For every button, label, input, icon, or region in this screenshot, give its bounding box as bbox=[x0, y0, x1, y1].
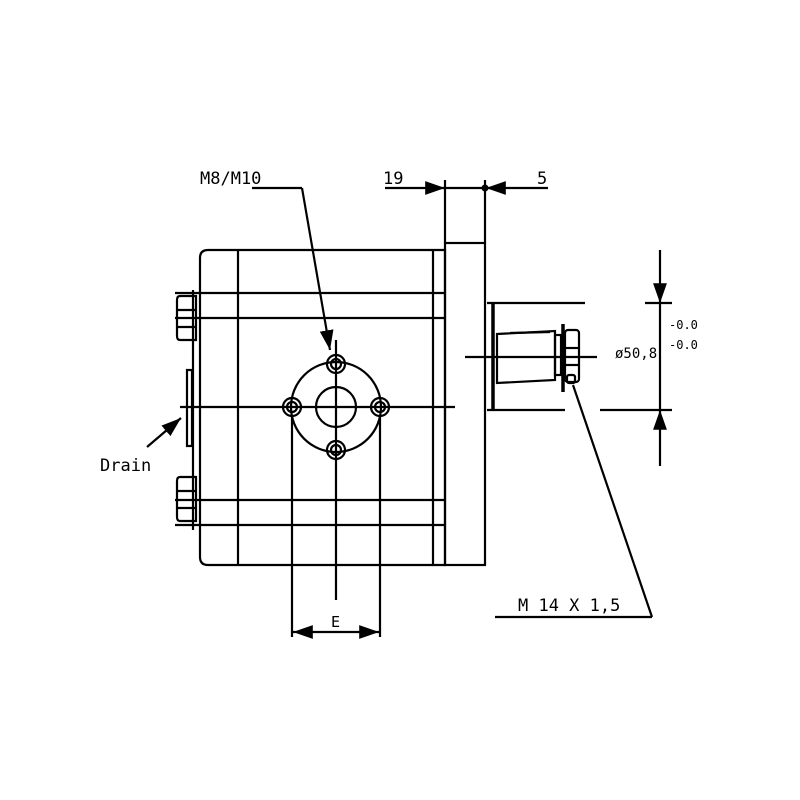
dimension-e-label: E bbox=[331, 613, 340, 631]
bolt-heads bbox=[175, 294, 198, 523]
tolerance-lower: -0.0 bbox=[669, 338, 698, 352]
dimension-19-5: 19 5 bbox=[383, 169, 548, 195]
port-thread-callout: M8/M10 bbox=[200, 169, 334, 351]
drain-label: Drain bbox=[100, 456, 151, 476]
tolerance-upper: -0.0 bbox=[669, 318, 698, 332]
dimension-e: E bbox=[290, 416, 382, 639]
port-thread-label: M8/M10 bbox=[200, 169, 261, 189]
flange bbox=[443, 180, 672, 567]
shaft-thread-callout: M 14 X 1,5 bbox=[495, 384, 654, 619]
drain-callout: Drain bbox=[100, 417, 182, 476]
dimension-19-label: 19 bbox=[383, 169, 403, 189]
diameter-label: ø50,8 bbox=[615, 346, 657, 362]
bolt-hole-top bbox=[325, 353, 347, 375]
dimension-5-label: 5 bbox=[537, 169, 547, 189]
shaft bbox=[465, 324, 597, 392]
pump-body bbox=[175, 248, 447, 567]
bolt-hole-bottom bbox=[325, 439, 347, 461]
diameter-dimension: ø50,8 -0.0 -0.0 bbox=[615, 250, 698, 466]
center-lines bbox=[180, 340, 455, 600]
shaft-thread-label: M 14 X 1,5 bbox=[518, 596, 620, 616]
